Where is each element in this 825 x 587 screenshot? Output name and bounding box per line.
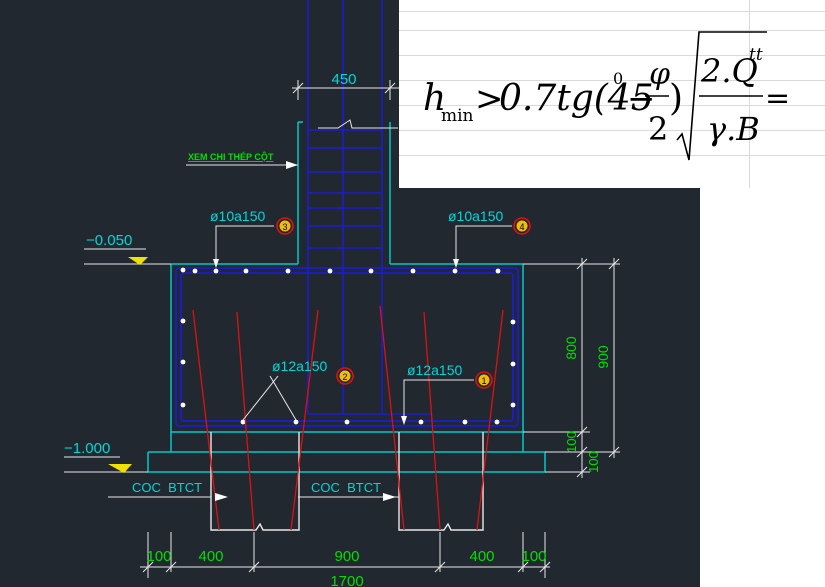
dimension-900: 900 [595, 345, 611, 369]
total-dimension: 1700 [330, 573, 363, 587]
marker-3: 3 [276, 217, 294, 235]
marker-1: 1 [475, 371, 493, 389]
svg-text:1: 1 [481, 376, 486, 386]
rebar-dots [180, 267, 516, 425]
marker-2: 2 [336, 367, 354, 385]
formula-phi: φ [649, 57, 670, 92]
formula-degree: 0 [613, 69, 623, 88]
bottom-dimension-5: 100 [521, 548, 546, 565]
rebar-dot [180, 359, 186, 365]
rebar-dot [510, 402, 516, 408]
white-panel-strip [700, 188, 825, 587]
leader-lines [108, 164, 512, 498]
rebar-dot [462, 419, 468, 425]
column-width-label: 450 [331, 71, 356, 88]
formula-denominator: γ.B [707, 110, 760, 148]
column-width-dimension [292, 80, 400, 129]
svg-text:4: 4 [519, 222, 524, 232]
bottom-dimension-3: 900 [334, 548, 359, 565]
rebar-dot [368, 268, 374, 274]
rebar-dot [243, 268, 249, 274]
vertical-dimensions [523, 258, 620, 478]
bottom-dimension-1: 100 [146, 548, 171, 565]
dimension-800: 800 [563, 336, 579, 360]
pile-label-left: COC BTCT [132, 480, 202, 495]
pile-label-right: COC BTCT [311, 480, 381, 495]
rebar-dot [452, 268, 458, 274]
rebar-dot [418, 419, 424, 425]
rebar-dot [180, 267, 186, 273]
formula-operator: > [475, 79, 504, 119]
formula-minus: − [627, 79, 656, 119]
leader-arrows [213, 161, 459, 501]
level-top-label: −0.050 [86, 232, 132, 249]
rebar-dot [510, 319, 516, 325]
formula-two: 2 [648, 110, 668, 148]
formula-numerator-sup: tt [749, 45, 763, 65]
rebar-dot [180, 318, 186, 324]
formula-sqrt-sign [676, 31, 767, 161]
bottom-dimensions [140, 532, 551, 578]
rebar-dot [510, 361, 516, 367]
formula-close-paren: ) [669, 78, 683, 119]
rebar-dot [240, 419, 246, 425]
rebar-label-4: ø10a150 [448, 208, 503, 224]
rebar-dot [192, 268, 198, 274]
level-markers [64, 248, 171, 473]
rebar-dot [293, 419, 299, 425]
rebar-label-2: ø12a150 [272, 358, 327, 374]
rebar-label-1: ø12a150 [407, 362, 462, 378]
piles [210, 432, 484, 531]
rebar-dot [410, 268, 416, 274]
rebar-dot [344, 419, 350, 425]
formula-numerator: 2.Q [700, 52, 758, 90]
dimension-100-upper: 100 [564, 431, 579, 453]
pile-rebar [192, 305, 504, 531]
rebar-label-3: ø10a150 [210, 208, 265, 224]
rebar-dot [327, 268, 333, 274]
formula-lhs: h [423, 78, 446, 119]
rebar-dot [495, 268, 501, 274]
rebar-dot [285, 268, 291, 274]
bottom-dimension-2: 400 [198, 548, 223, 565]
note-see-column-steel: XEM CHI THÉP CỘT [188, 151, 274, 162]
rebar-dot [213, 268, 219, 274]
svg-text:2: 2 [342, 372, 347, 382]
formula-equals: = [765, 81, 790, 116]
rebar-dot [494, 419, 500, 425]
rebar-dot [180, 402, 186, 408]
formula-coefficient: 0.7tg(45 [499, 78, 654, 119]
footing-rebar-cage [175, 267, 519, 427]
level-bottom-label: −1.000 [64, 440, 110, 457]
svg-text:3: 3 [282, 222, 287, 232]
formula: h min > 0.7tg(45 0 − φ 2 ) 2.Q tt γ.B = [423, 31, 790, 161]
bottom-dimension-4: 400 [469, 548, 494, 565]
column-rebar [307, 0, 432, 415]
formula-panel: h min > 0.7tg(45 0 − φ 2 ) 2.Q tt γ.B = [399, 0, 825, 188]
formula-lhs-sub: min [441, 106, 474, 126]
dimension-100-lower: 100 [586, 451, 601, 473]
marker-4: 4 [513, 217, 531, 235]
